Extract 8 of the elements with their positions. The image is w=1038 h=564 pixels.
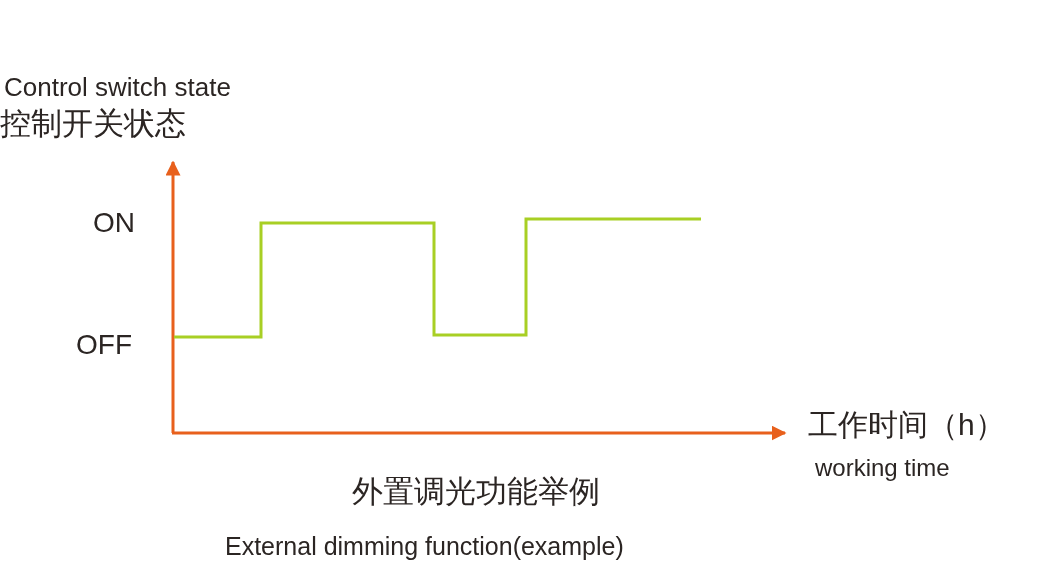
- axis-title: Control switch state: [4, 74, 231, 100]
- caption-text: External dimming function(example): [225, 534, 624, 559]
- axis-title: 控制开关状态: [0, 108, 186, 139]
- tick-label: OFF: [76, 331, 132, 359]
- caption-text: 外置调光功能举例: [352, 476, 600, 507]
- tick-label: ON: [93, 209, 135, 237]
- axis-title: 工作时间（h）: [808, 410, 1005, 440]
- axis-title: working time: [815, 456, 950, 480]
